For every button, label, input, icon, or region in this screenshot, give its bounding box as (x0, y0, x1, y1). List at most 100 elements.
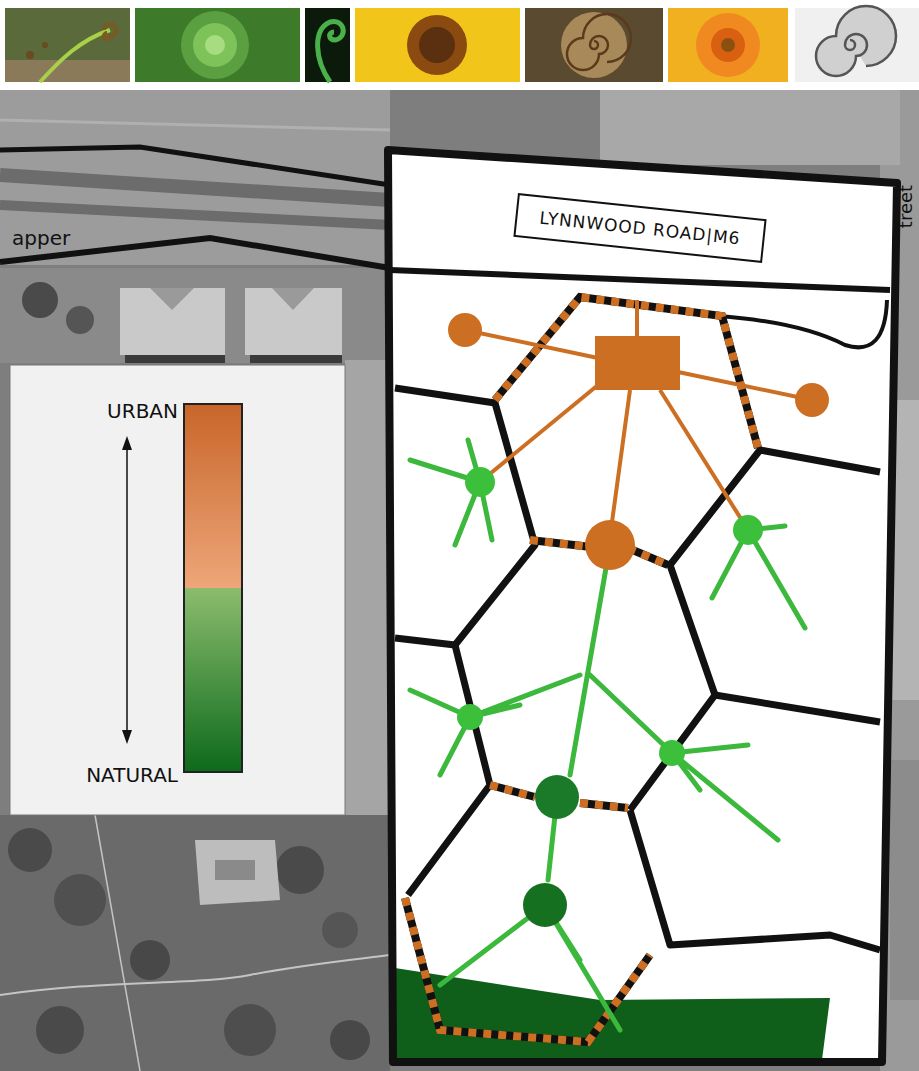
site-plan-part-part (410, 675, 580, 775)
photo-strip-part (668, 8, 788, 82)
aerial-photo-part (66, 306, 94, 334)
aerial-photo-part (0, 815, 390, 1071)
legend-gradient (183, 403, 243, 588)
site-plan-part-part (465, 330, 598, 358)
photo-strip-part (305, 8, 350, 82)
aerial-photo-part (322, 912, 358, 948)
site-plan-part (535, 775, 579, 819)
photo-strip-part (721, 38, 735, 52)
aerial-photo-part (125, 355, 225, 363)
aerial-photo-part (330, 1020, 370, 1060)
site-plan-part-part (405, 898, 650, 1042)
site-plan-part-part (570, 545, 610, 775)
aerial-photo-part (150, 288, 194, 310)
site-plan-part-part (395, 388, 535, 645)
site-plan-part-part (590, 675, 778, 840)
road-name: LYNNWOOD ROAD|M6 (539, 207, 742, 248)
legend-panel-part (122, 436, 132, 450)
site-plan-part (388, 150, 897, 1062)
site-plan-part-part (712, 526, 805, 628)
aerial-photo-part (0, 90, 919, 1071)
aerial-photo-part (0, 268, 390, 363)
site-plan-part (405, 297, 758, 1042)
legend-panel (10, 365, 345, 815)
site-plan-part-part (678, 372, 812, 400)
aerial-photo-part (276, 846, 324, 894)
photo-strip-part (135, 8, 300, 82)
street-name: treet (896, 184, 917, 227)
site-plan-part (585, 520, 635, 570)
site-plan-part (457, 704, 483, 730)
aerial-photo-part (95, 815, 140, 1071)
site-plan-part (795, 383, 829, 417)
photo-strip-part (193, 23, 237, 67)
street-name: apper (12, 226, 70, 250)
legend-panel-part (126, 448, 128, 732)
photo-strip-part (355, 8, 520, 82)
aerial-photo-part (0, 175, 390, 200)
site-plan-part (465, 467, 495, 497)
photo-strip (5, 6, 919, 82)
site-plan-part-part (635, 300, 639, 336)
photo-strip-part (5, 60, 130, 82)
aerial-photo-part (0, 120, 390, 130)
legend-panel-part (122, 730, 132, 744)
legend-panel-part (10, 365, 345, 815)
photo-strip-part (696, 13, 760, 77)
aerial-photo-part (0, 205, 390, 225)
site-plan-part (465, 300, 812, 530)
photo-strip-part (104, 24, 116, 39)
site-plan-part-part (408, 645, 490, 895)
aerial-photo-part (215, 860, 255, 880)
photo-strip-part (419, 27, 455, 63)
photo-strip-part (318, 21, 344, 82)
photo-strip-part (567, 14, 631, 70)
photo-strip-part (42, 42, 48, 48)
photo-strip-part (407, 15, 467, 75)
site-plan-part (595, 336, 680, 390)
photo-strip-part (181, 11, 249, 79)
aerial-photo-part (250, 355, 342, 363)
legend-label: URBAN (107, 399, 178, 423)
site-plan-part-part (612, 390, 630, 522)
aerial-photo-part (36, 1006, 84, 1054)
photo-strip-part (711, 28, 745, 62)
site-plan-part-part (630, 450, 880, 810)
legend-gradient (183, 588, 243, 773)
site-plan-part (395, 388, 880, 950)
aerial-photo-part (8, 828, 52, 872)
site-plan-part-part (630, 810, 880, 950)
aerial-photo-part (890, 760, 919, 1000)
site-plan-part (718, 300, 887, 347)
legend-label: NATURAL (86, 763, 178, 787)
aerial-photo-part (345, 360, 390, 820)
photo-strip-part (26, 51, 34, 59)
site-plan-part (448, 313, 482, 347)
aerial-photo-part (0, 955, 390, 995)
photo-strip-part (816, 6, 896, 76)
site-plan (388, 150, 897, 1062)
aerial-photo-part (195, 840, 280, 905)
site-plan-part (410, 440, 805, 1030)
aerial-photo-part (272, 288, 314, 310)
site-plan-part-part (660, 390, 748, 530)
site-plan-part-part (405, 898, 650, 1042)
aerial-photo-part (0, 147, 390, 185)
photo-strip-part (525, 8, 663, 82)
aerial-photo (0, 90, 919, 1071)
aerial-photo-part (130, 940, 170, 980)
site-plan-part (523, 883, 567, 927)
site-plan-part (390, 270, 890, 290)
aerial-photo-part (600, 90, 900, 165)
photo-strip-part (205, 35, 225, 55)
aerial-photo-part (22, 282, 58, 318)
site-plan-part (659, 740, 685, 766)
aerial-photo-part (245, 288, 342, 355)
photo-strip-part (40, 30, 110, 82)
road-label-box: LYNNWOOD ROAD|M6 (513, 193, 766, 263)
site-plan-part (733, 515, 763, 545)
site-plan-part-part (480, 385, 598, 482)
aerial-photo-part (224, 1004, 276, 1056)
site-plan-part (388, 150, 897, 1062)
